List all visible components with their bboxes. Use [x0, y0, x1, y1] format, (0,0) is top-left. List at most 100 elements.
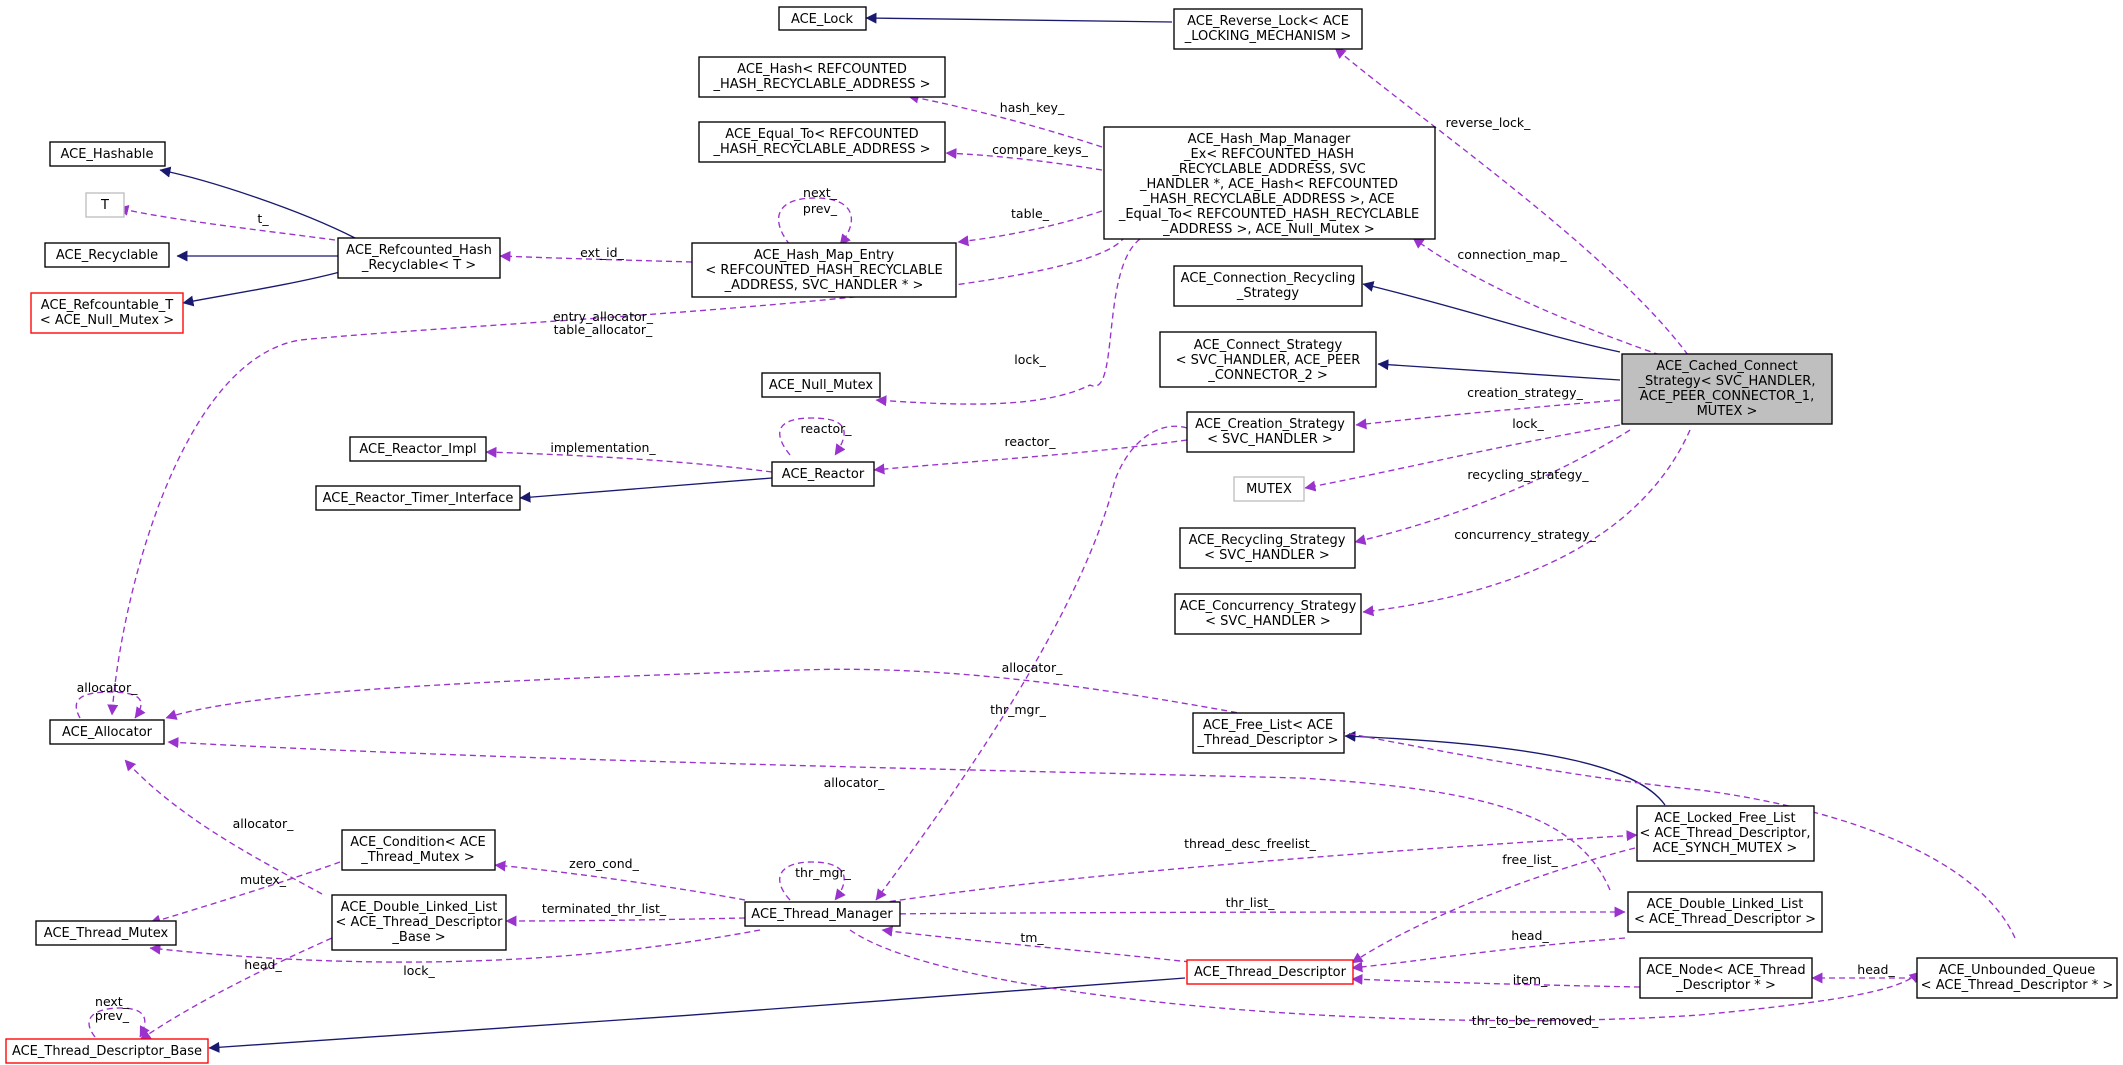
edge-allocator-queue [165, 668, 2016, 939]
edge-refcounted-to-refcountable [182, 271, 341, 307]
edge-reverse-lock [1334, 47, 1689, 356]
node-thread-manager-label: ACE_Thread_Manager [751, 907, 893, 922]
node-locked-free-list[interactable]: ACE_Locked_Free_List < ACE_Thread_Descri… [1636, 805, 1815, 862]
node-null-mutex[interactable]: ACE_Null_Mutex [761, 372, 881, 398]
node-t-label: T [100, 198, 109, 213]
node-dll-td-line-2: < ACE_Thread_Descriptor > [1634, 912, 1816, 927]
node-unbounded-queue[interactable]: ACE_Unbounded_Queue < ACE_Thread_Descrip… [1916, 957, 2118, 999]
node-connection-recycling[interactable]: ACE_Connection_Recycling _Strategy [1173, 265, 1363, 307]
node-reactor[interactable]: ACE_Reactor [771, 461, 875, 487]
edge-compare-keys [945, 147, 1103, 171]
node-ace-lock[interactable]: ACE_Lock [778, 6, 867, 31]
node-dll-base-line-1: ACE_Double_Linked_List [341, 900, 498, 915]
label-allocator-self: allocator_ [77, 680, 138, 695]
node-dll-base-line-3: _Base > [391, 930, 445, 945]
node-recycling-strategy[interactable]: ACE_Recycling_Strategy < SVC_HANDLER > [1179, 527, 1356, 569]
node-unbounded-queue-line-1: ACE_Unbounded_Queue [1939, 963, 2096, 978]
node-free-list[interactable]: ACE_Free_List< ACE _Thread_Descriptor > [1192, 712, 1345, 754]
node-connection-recycling-line-1: ACE_Connection_Recycling [1181, 271, 1356, 286]
label-concurrency-strategy: concurrency_strategy_ [1454, 527, 1596, 542]
node-node[interactable]: ACE_Node< ACE_Thread _Descriptor * > [1639, 957, 1813, 999]
nodes: ACE_Lock ACE_Reverse_Lock< ACE _LOCKING_… [5, 6, 2118, 1064]
edge-entry-table-allocator [107, 235, 1126, 716]
edge-head-dll [1351, 937, 1626, 973]
node-hash-map-entry-line-2: < REFCOUNTED_HASH_RECYCLABLE [705, 263, 942, 278]
node-hash-map-manager-line-1: ACE_Hash_Map_Manager [1188, 132, 1351, 147]
node-thread-mutex[interactable]: ACE_Thread_Mutex [35, 920, 177, 946]
label-tm: tm_ [1020, 930, 1044, 945]
node-dll-td-line-1: ACE_Double_Linked_List [1647, 897, 1804, 912]
node-hashable-label: ACE_Hashable [60, 147, 153, 162]
edge-connection-map [1412, 237, 1661, 356]
node-hash-map-manager-line-5: _HASH_RECYCLABLE_ADDRESS >, ACE [1142, 192, 1394, 207]
node-td-base[interactable]: ACE_Thread_Descriptor_Base [5, 1038, 209, 1064]
node-cached-connect[interactable]: ACE_Cached_Connect _Strategy< SVC_HANDLE… [1621, 353, 1833, 425]
node-locked-free-list-line-1: ACE_Locked_Free_List [1654, 811, 1795, 826]
node-locked-free-list-line-2: < ACE_Thread_Descriptor, [1639, 826, 1810, 841]
label-thr-mgr-self: thr_mgr_ [795, 865, 851, 880]
node-recycling-strategy-line-1: ACE_Recycling_Strategy [1189, 533, 1346, 548]
edge-cached-to-connection-recycling [1362, 281, 1621, 353]
node-concurrency-strategy[interactable]: ACE_Concurrency_Strategy < SVC_HANDLER > [1174, 593, 1362, 635]
label-entry-allocator: entry_allocator_ [553, 309, 654, 324]
node-connect-strategy-line-1: ACE_Connect_Strategy [1194, 338, 1343, 353]
edge-implementation [485, 446, 773, 473]
node-dll-base[interactable]: ACE_Double_Linked_List < ACE_Thread_Desc… [331, 894, 507, 951]
edge-mutex [149, 861, 341, 926]
edge-concurrency-strategy [1362, 429, 1691, 617]
label-reverse-lock: reverse_lock_ [1446, 115, 1531, 130]
node-condition[interactable]: ACE_Condition< ACE _Thread_Mutex > [341, 829, 496, 871]
node-recyclable-label: ACE_Recyclable [56, 248, 158, 263]
edge-reactor [873, 439, 1188, 475]
node-reverse-lock[interactable]: ACE_Reverse_Lock< ACE _LOCKING_MECHANISM… [1173, 8, 1363, 50]
edge-entry-self [777, 197, 853, 246]
node-reactor-impl-label: ACE_Reactor_Impl [359, 442, 476, 457]
node-creation-strategy[interactable]: ACE_Creation_Strategy < SVC_HANDLER > [1186, 411, 1355, 453]
node-refcountable[interactable]: ACE_Refcountable_T < ACE_Null_Mutex > [30, 292, 184, 334]
edge-thr-list [879, 906, 1626, 918]
node-creation-strategy-line-1: ACE_Creation_Strategy [1195, 417, 1345, 432]
node-t[interactable]: T [85, 192, 125, 218]
node-cached-connect-line-3: ACE_PEER_CONNECTOR_1, [1640, 389, 1814, 404]
edge-tm [881, 925, 1191, 963]
node-connect-strategy-line-2: < SVC_HANDLER, ACE_PEER [1176, 353, 1361, 368]
label-implementation: implementation_ [550, 440, 656, 455]
node-allocator[interactable]: ACE_Allocator [49, 719, 165, 745]
node-hashable[interactable]: ACE_Hashable [49, 141, 166, 167]
node-recycling-strategy-line-2: < SVC_HANDLER > [1204, 548, 1330, 563]
edge-creation-strategy [1355, 399, 1621, 430]
edge-ext-id [499, 250, 693, 263]
node-reactor-impl[interactable]: ACE_Reactor_Impl [349, 436, 487, 462]
node-dll-td[interactable]: ACE_Double_Linked_List < ACE_Thread_Desc… [1627, 891, 1823, 933]
node-locked-free-list-line-3: ACE_SYNCH_MUTEX > [1653, 841, 1798, 856]
node-hash-map-entry[interactable]: ACE_Hash_Map_Entry < REFCOUNTED_HASH_REC… [691, 242, 957, 298]
node-node-line-2: _Descriptor * > [1675, 978, 1776, 993]
node-equal-to-line-1: ACE_Equal_To< REFCOUNTED [725, 127, 918, 142]
node-hash-map-manager-line-6: _Equal_To< REFCOUNTED_HASH_RECYCLABLE [1118, 207, 1419, 222]
node-thread-descriptor[interactable]: ACE_Thread_Descriptor [1186, 959, 1354, 985]
label-table: table_ [1011, 206, 1050, 221]
node-cached-connect-line-2: _Strategy< SVC_HANDLER, [1638, 374, 1816, 389]
node-reactor-timer-label: ACE_Reactor_Timer_Interface [323, 491, 514, 506]
node-thread-mutex-label: ACE_Thread_Mutex [44, 926, 169, 941]
node-reactor-timer[interactable]: ACE_Reactor_Timer_Interface [315, 485, 521, 511]
node-connect-strategy[interactable]: ACE_Connect_Strategy < SVC_HANDLER, ACE_… [1159, 331, 1377, 388]
node-hash-map-manager[interactable]: ACE_Hash_Map_Manager _Ex< REFCOUNTED_HAS… [1103, 126, 1436, 240]
edges [75, 12, 2016, 1053]
node-thread-manager[interactable]: ACE_Thread_Manager [744, 901, 901, 927]
node-td-base-label: ACE_Thread_Descriptor_Base [12, 1044, 202, 1059]
label-allocator-queue: allocator_ [1002, 660, 1063, 675]
node-mutex[interactable]: MUTEX [1233, 476, 1305, 502]
node-hash-map-manager-line-2: _Ex< REFCOUNTED_HASH [1183, 147, 1354, 162]
label-reactor: reactor_ [1004, 434, 1056, 449]
edge-refcounted-to-hashable [159, 166, 356, 239]
node-refcounted-hash[interactable]: ACE_Refcounted_Hash _Recyclable< T > [337, 237, 501, 279]
node-cached-connect-line-4: MUTEX > [1697, 404, 1758, 419]
node-equal-to[interactable]: ACE_Equal_To< REFCOUNTED _HASH_RECYCLABL… [698, 121, 946, 163]
label-ext-id: ext_id_ [580, 245, 624, 260]
node-recyclable[interactable]: ACE_Recyclable [44, 242, 170, 268]
node-thread-descriptor-label: ACE_Thread_Descriptor [1194, 965, 1347, 980]
node-hash[interactable]: ACE_Hash< REFCOUNTED _HASH_RECYCLABLE_AD… [698, 56, 946, 98]
label-thr-mgr: thr_mgr_ [990, 702, 1046, 717]
node-connection-recycling-line-2: _Strategy [1236, 286, 1300, 301]
